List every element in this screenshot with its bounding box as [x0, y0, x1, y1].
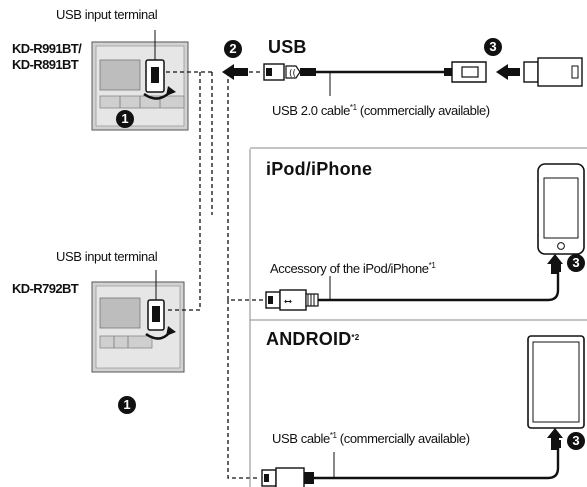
usb-input-terminal-label-top: USB input terminal — [56, 7, 158, 22]
usb-cable-suffix: (commercially available) — [356, 103, 490, 118]
step-one-marker-top: 1 — [116, 110, 134, 128]
android-cable-line — [314, 448, 560, 480]
step-two-marker: 2 — [224, 40, 242, 58]
step-one-marker-bottom: 1 — [118, 396, 136, 414]
model-label-bottom: KD-R792BT — [12, 281, 79, 296]
ipod-cable-text: Accessory of the iPod/iPhone — [270, 261, 429, 276]
android-title-note: *2 — [351, 333, 360, 342]
svg-text:⭤: ⭤ — [284, 296, 292, 307]
arrow-usb-step-three — [496, 64, 520, 80]
ipod-cable-note: *1 — [428, 261, 436, 270]
model-label-top-line1: KD-R991BT/ — [12, 41, 82, 56]
android-cable-text: USB cable — [272, 431, 330, 446]
section-title-usb: USB — [268, 37, 307, 57]
head-unit-top — [91, 41, 189, 131]
arrow-step-two — [222, 64, 248, 80]
usb-input-terminal-label-bottom: USB input terminal — [56, 249, 158, 264]
iphone-device — [537, 163, 585, 255]
arrow-ipod-step-three — [547, 254, 563, 274]
ipod-usb-plug: ⭤ — [265, 289, 319, 311]
android-device — [527, 335, 585, 429]
step-three-marker-ipod: 3 — [567, 254, 585, 272]
usb-port-bottom — [147, 270, 165, 331]
svg-text:((: (( — [289, 69, 296, 79]
usb-cable-text: USB 2.0 cable — [272, 103, 350, 118]
usb-flash-drive — [523, 57, 583, 87]
usb-plug-a: (( — [263, 63, 316, 81]
android-cable-note: *1 — [329, 431, 337, 440]
ipod-cable-caption: Accessory of the iPod/iPhone*1 — [270, 261, 436, 276]
step-three-marker-usb: 3 — [484, 38, 502, 56]
usb-cable-note: *1 — [349, 103, 357, 112]
android-cable-caption: USB cable*1 (commercially available) — [272, 431, 470, 446]
section-title-ipod: iPod/iPhone — [266, 159, 373, 179]
usb-female-end — [444, 61, 487, 83]
arrow-android-step-three — [547, 428, 563, 450]
head-unit-bottom — [91, 281, 185, 373]
android-usb-plug — [261, 467, 314, 487]
usb-cable-caption: USB 2.0 cable*1 (commercially available) — [272, 103, 490, 118]
step-three-marker-android: 3 — [567, 432, 585, 450]
usb-port-top — [145, 30, 165, 93]
android-title-text: ANDROID — [266, 329, 352, 349]
model-label-top-line2: KD-R891BT — [12, 57, 79, 72]
ipod-cable-line — [318, 272, 560, 302]
section-title-android: ANDROID*2 — [266, 330, 359, 348]
dashed-routing — [166, 71, 268, 479]
android-cable-suffix: (commercially available) — [336, 431, 470, 446]
